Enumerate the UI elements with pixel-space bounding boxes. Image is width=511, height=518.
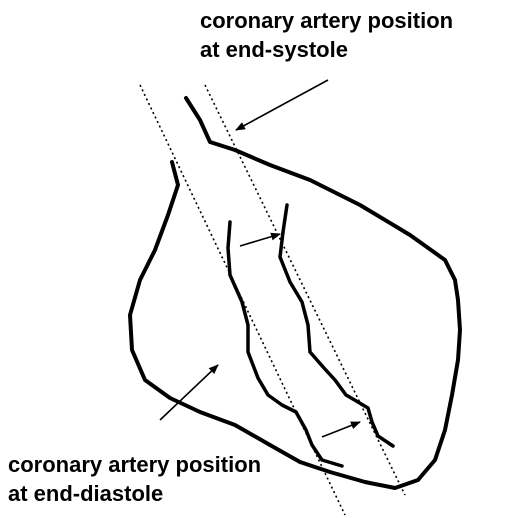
end-diastole-label-line2: at end-diastole xyxy=(8,481,163,507)
artery-end-systole xyxy=(280,205,393,446)
end-diastole-label-line1: coronary artery position xyxy=(8,452,261,478)
diastole-label-arrow xyxy=(160,365,218,420)
motion-arrow-bottom xyxy=(322,422,360,437)
systole-label-arrow xyxy=(236,80,328,130)
end-systole-label-line1: coronary artery position xyxy=(200,8,453,34)
motion-arrow-top xyxy=(240,234,280,246)
end-systole-label-line2: at end-systole xyxy=(200,37,348,63)
